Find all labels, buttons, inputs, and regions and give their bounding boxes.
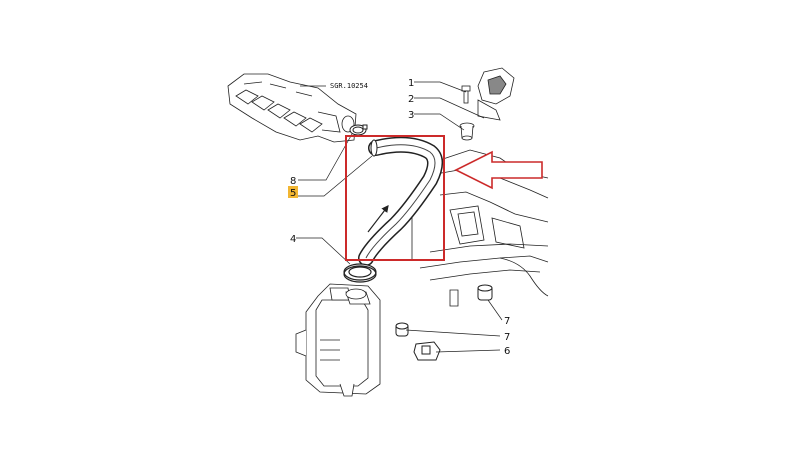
hose-fitting-right-drawing bbox=[477, 284, 493, 301]
hose-fitting-left-drawing bbox=[395, 322, 409, 337]
expansion-tank-drawing bbox=[295, 283, 381, 397]
callout-1: 1 bbox=[408, 78, 414, 89]
callout-4: 4 bbox=[290, 234, 296, 245]
connector-drawing bbox=[413, 341, 441, 361]
callout-3: 3 bbox=[408, 110, 414, 121]
callout-7-lower: 7 bbox=[504, 332, 510, 343]
grommet-drawing bbox=[459, 122, 475, 141]
leader-lines bbox=[296, 81, 503, 353]
callout-6: 6 bbox=[504, 346, 510, 357]
part-highlight-box bbox=[345, 135, 445, 261]
bolt-drawing bbox=[461, 85, 471, 104]
hose-clamp-lower-drawing bbox=[343, 263, 377, 283]
callout-5: 5 bbox=[290, 188, 296, 199]
coolant-hose-drawing bbox=[358, 136, 443, 266]
callout-5-highlight bbox=[288, 186, 298, 198]
flow-direction-arrow bbox=[367, 205, 389, 233]
callout-2: 2 bbox=[408, 94, 414, 105]
red-pointer-arrow bbox=[454, 150, 543, 190]
hose-clamp-upper-drawing bbox=[349, 124, 368, 136]
engine-block-drawing bbox=[411, 149, 549, 307]
bracket-drawing bbox=[477, 67, 515, 121]
callout-7-upper: 7 bbox=[504, 316, 510, 327]
callout-8: 8 bbox=[290, 176, 296, 187]
reference-code: SGR.10254 bbox=[330, 82, 368, 90]
